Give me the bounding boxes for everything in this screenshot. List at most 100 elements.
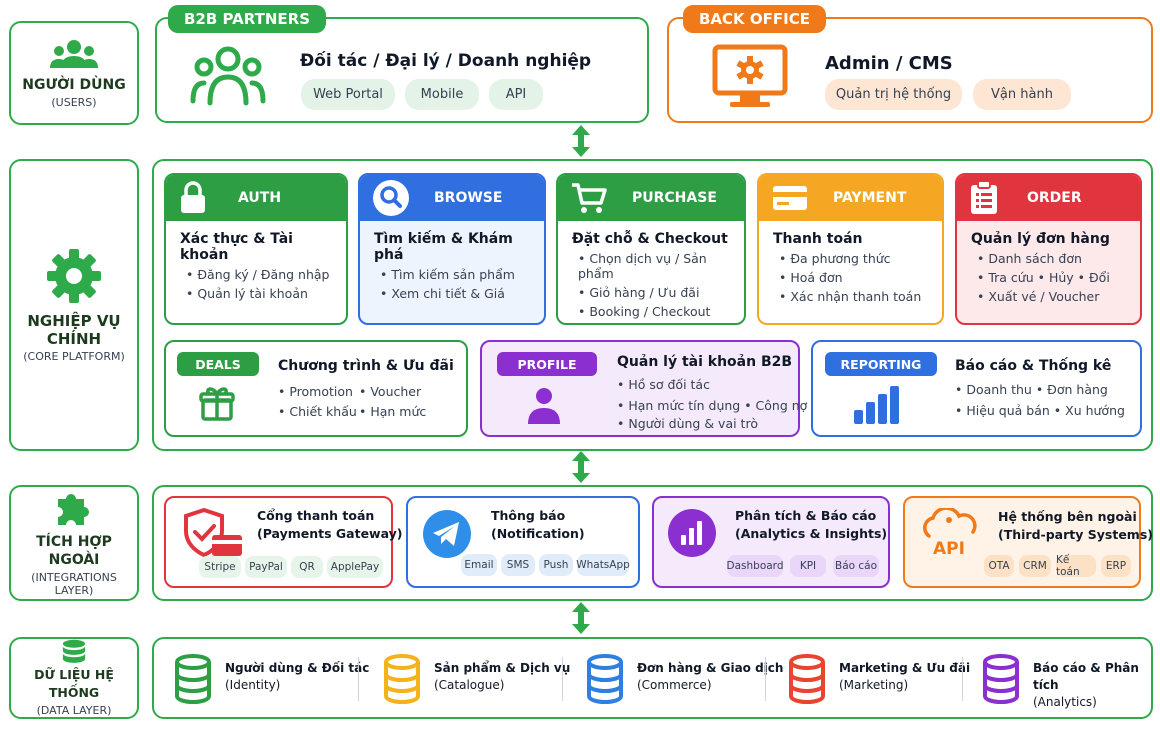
arrow-users-core bbox=[572, 125, 590, 157]
integrations-layer-label: TÍCH HỢP NGOÀI (INTEGRATIONS LAYER) bbox=[9, 485, 139, 601]
data-store-catalogue-desc: (Catalogue) bbox=[434, 678, 505, 692]
module-profile-title: Quản lý tài khoản B2B bbox=[617, 354, 793, 370]
integration-payments-title: Cổng thanh toán bbox=[257, 508, 375, 523]
chip-erp[interactable]: ERP bbox=[1101, 555, 1131, 577]
role-system-admin[interactable]: Quản trị hệ thống bbox=[825, 79, 962, 110]
chip-sms[interactable]: SMS bbox=[501, 554, 535, 576]
module-payment-item: • Đa phương thức bbox=[779, 251, 891, 266]
data-layer-title: DỮ LIỆU HỆ THỐNG bbox=[34, 667, 114, 700]
data-store-identity-desc: (Identity) bbox=[225, 678, 281, 692]
module-reporting-item: • Doanh thu • Đơn hàng bbox=[955, 382, 1108, 397]
chip-ota[interactable]: OTA bbox=[984, 555, 1014, 577]
integration-notification-subtitle: (Notification) bbox=[491, 526, 585, 541]
integrations-layer-title-2: NGOÀI bbox=[48, 552, 100, 568]
users-group-icon bbox=[50, 39, 98, 68]
integration-third-party-subtitle: (Third-party Systems) bbox=[998, 527, 1153, 542]
channel-api[interactable]: API bbox=[489, 79, 543, 110]
chip-crm[interactable]: CRM bbox=[1019, 555, 1051, 577]
gear-icon bbox=[47, 248, 101, 303]
module-auth-tag: AUTH bbox=[238, 190, 282, 206]
api-label: API bbox=[933, 539, 965, 559]
database-icon bbox=[789, 654, 825, 704]
core-layer-subtitle: (CORE PLATFORM) bbox=[23, 349, 125, 363]
integration-analytics-title: Phân tích & Báo cáo bbox=[735, 508, 877, 523]
module-order[interactable]: ORDER Quản lý đơn hàng • Danh sách đơn •… bbox=[955, 173, 1142, 325]
data-store-catalogue-name: Sản phẩm & Dịch vụ bbox=[434, 661, 571, 675]
database-icon bbox=[384, 654, 420, 704]
puzzle-icon bbox=[58, 494, 90, 525]
data-store-analytics-name: Báo cáo & Phân tích bbox=[1033, 661, 1139, 692]
role-operations[interactable]: Vận hành bbox=[973, 79, 1071, 110]
bar-chart-icon bbox=[854, 386, 899, 424]
channel-mobile[interactable]: Mobile bbox=[405, 79, 479, 110]
module-deals-tag: DEALS bbox=[177, 352, 259, 376]
chip-qr[interactable]: QR bbox=[291, 556, 323, 578]
module-browse-tag: BROWSE bbox=[434, 190, 503, 206]
module-profile-item: • Hồ sơ đối tác bbox=[617, 377, 710, 392]
data-store-marketing-name: Marketing & Ưu đãi bbox=[839, 661, 971, 675]
users-layer-subtitle: (USERS) bbox=[51, 95, 97, 109]
channel-web-portal[interactable]: Web Portal bbox=[301, 79, 395, 110]
module-browse[interactable]: BROWSE Tìm kiếm & Khám phá • Tìm kiếm sả… bbox=[358, 173, 546, 325]
module-browse-title: Tìm kiếm & Khám phá bbox=[374, 231, 513, 263]
data-store-analytics[interactable]: Báo cáo & Phân tích (Analytics) bbox=[1033, 660, 1160, 711]
module-reporting-title: Báo cáo & Thống kê bbox=[955, 358, 1112, 374]
module-deals-item: • Hạn mức bbox=[359, 404, 427, 419]
module-payment[interactable]: PAYMENT Thanh toán • Đa phương thức • Ho… bbox=[757, 173, 944, 325]
module-browse-item: • Xem chi tiết & Giá bbox=[380, 286, 505, 301]
module-deals-item: • Voucher bbox=[359, 384, 422, 399]
integration-notification-title: Thông báo bbox=[491, 508, 566, 523]
module-payment-tag: PAYMENT bbox=[833, 190, 907, 206]
arrow-core-integrations bbox=[572, 451, 590, 483]
module-purchase[interactable]: PURCHASE Đặt chỗ & Checkout • Chọn dịch … bbox=[556, 173, 746, 325]
data-store-marketing[interactable]: Marketing & Ưu đãi (Marketing) bbox=[839, 660, 970, 694]
data-divider bbox=[962, 657, 963, 701]
integrations-layer-title-1: TÍCH HỢP bbox=[36, 534, 112, 550]
arrow-integrations-data bbox=[572, 602, 590, 634]
module-purchase-title: Đặt chỗ & Checkout bbox=[572, 231, 728, 247]
data-store-commerce-desc: (Commerce) bbox=[637, 678, 712, 692]
module-auth-item: • Đăng ký / Đăng nhập bbox=[186, 267, 330, 282]
gift-icon bbox=[199, 387, 235, 421]
users-layer-label: NGƯỜI DÙNG (USERS) bbox=[9, 21, 139, 125]
chip-email[interactable]: Email bbox=[461, 554, 497, 576]
module-purchase-item: • Booking / Checkout bbox=[578, 304, 711, 319]
core-layer-title-2: CHÍNH bbox=[46, 329, 102, 348]
data-store-marketing-desc: (Marketing) bbox=[839, 678, 909, 692]
data-store-identity-name: Người dùng & Đối tác bbox=[225, 661, 370, 675]
chip-kpi[interactable]: KPI bbox=[790, 555, 826, 577]
integration-payments-subtitle: (Payments Gateway) bbox=[257, 526, 403, 541]
chip-push[interactable]: Push bbox=[539, 554, 573, 576]
module-order-tag: ORDER bbox=[1027, 190, 1082, 206]
database-icon bbox=[175, 654, 211, 704]
module-payment-item: • Hoá đơn bbox=[779, 270, 843, 285]
data-store-catalogue[interactable]: Sản phẩm & Dịch vụ (Catalogue) bbox=[434, 660, 570, 694]
chip-dashboard[interactable]: Dashboard bbox=[727, 555, 783, 577]
chip-reports[interactable]: Báo cáo bbox=[833, 555, 879, 577]
chip-whatsapp[interactable]: WhatsApp bbox=[576, 554, 630, 576]
chip-paypal[interactable]: PayPal bbox=[245, 556, 287, 578]
module-payment-title: Thanh toán bbox=[773, 231, 863, 247]
database-icon bbox=[587, 654, 623, 704]
data-store-commerce[interactable]: Đơn hàng & Giao dịch (Commerce) bbox=[637, 660, 783, 694]
back-office-tag: BACK OFFICE bbox=[683, 5, 826, 33]
chip-applepay[interactable]: ApplePay bbox=[327, 556, 383, 578]
module-purchase-tag: PURCHASE bbox=[632, 190, 717, 206]
b2b-partners-title: Đối tác / Đại lý / Doanh nghiệp bbox=[300, 51, 592, 71]
integration-analytics-subtitle: (Analytics & Insights) bbox=[735, 526, 888, 541]
module-profile-tag: PROFILE bbox=[497, 352, 597, 376]
module-reporting-item: • Hiệu quả bán • Xu hướng bbox=[955, 403, 1125, 418]
data-store-identity[interactable]: Người dùng & Đối tác (Identity) bbox=[225, 660, 369, 694]
chip-stripe[interactable]: Stripe bbox=[199, 556, 241, 578]
api-cloud-icon bbox=[923, 508, 977, 538]
chip-accounting[interactable]: Kế toán bbox=[1056, 554, 1096, 578]
users-layer-title: NGƯỜI DÙNG bbox=[22, 76, 126, 93]
module-auth[interactable]: AUTH Xác thực & Tài khoản • Đăng ký / Đă… bbox=[164, 173, 348, 325]
module-order-title: Quản lý đơn hàng bbox=[971, 231, 1110, 247]
module-order-item: • Tra cứu • Hủy • Đổi bbox=[977, 270, 1110, 285]
database-icon bbox=[62, 639, 86, 663]
user-profile-icon bbox=[528, 388, 560, 424]
monitor-gear-icon bbox=[712, 44, 788, 107]
cart-icon bbox=[572, 183, 607, 213]
database-icon bbox=[983, 654, 1019, 704]
